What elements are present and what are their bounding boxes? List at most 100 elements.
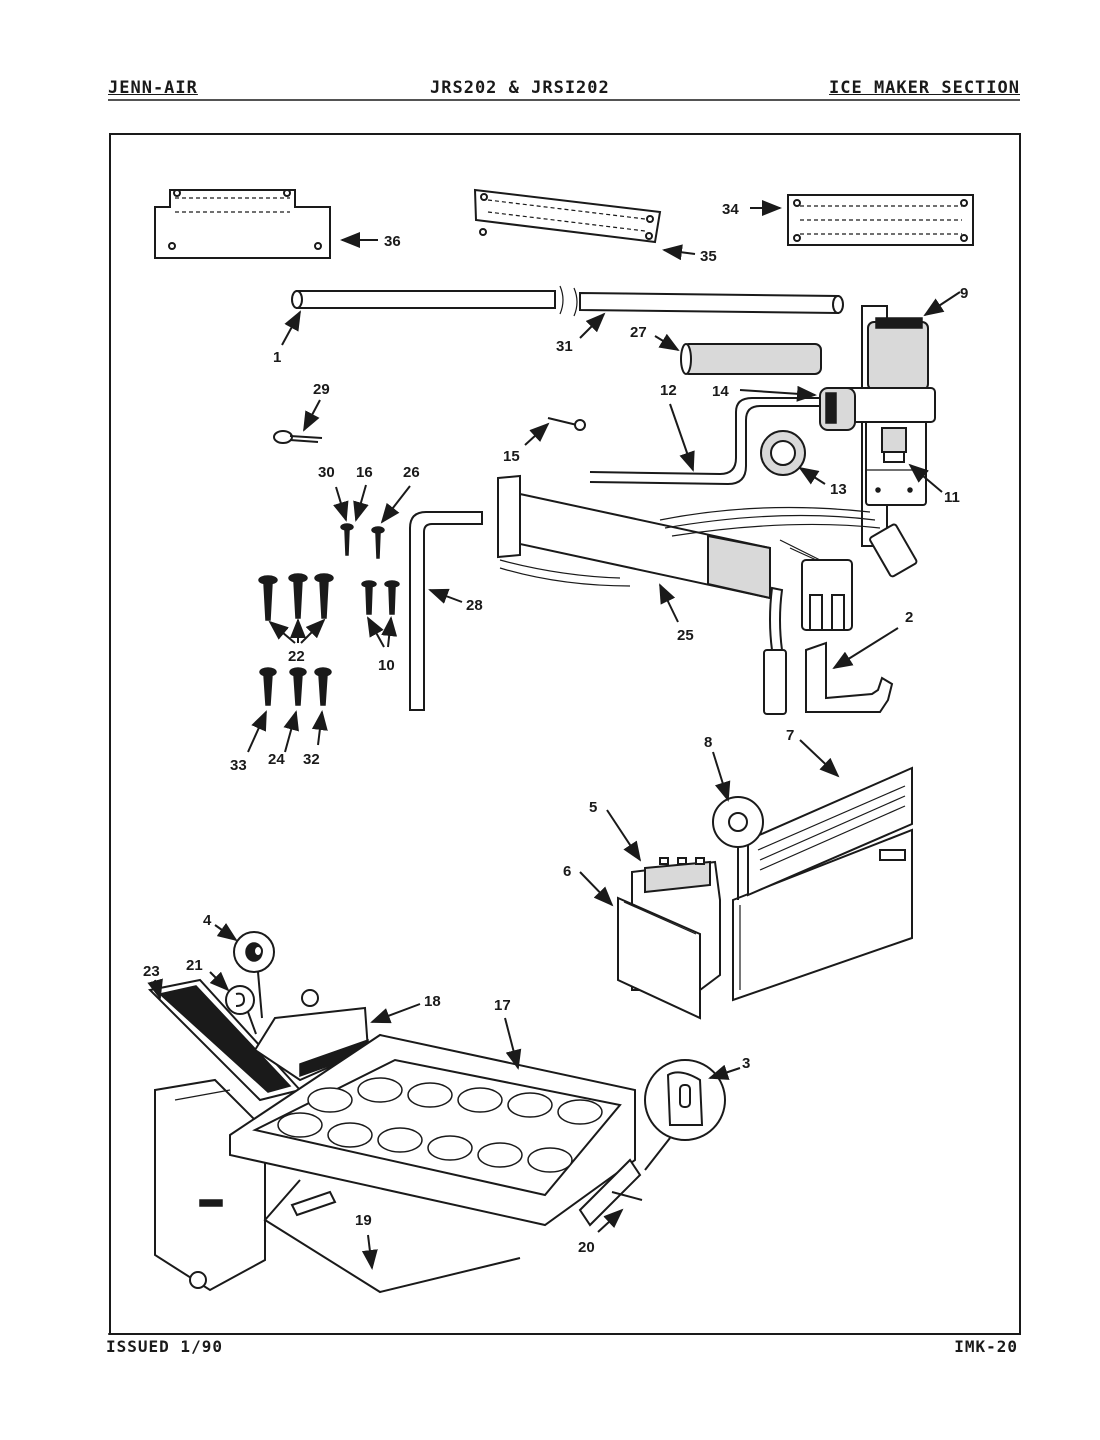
leader-33 <box>247 710 267 753</box>
part-34-strip <box>787 194 974 246</box>
part-20-bearing <box>578 1158 643 1227</box>
leader-10b <box>381 616 398 648</box>
part-9-11-14-water-valve <box>819 305 936 547</box>
leader-19 <box>361 1234 378 1270</box>
callout-4: 4 <box>203 912 212 929</box>
callout-29: 29 <box>313 381 330 398</box>
leader-14 <box>739 385 817 402</box>
part-13-grommet <box>760 430 806 476</box>
leader-30 <box>333 486 349 522</box>
part-29-pin <box>273 430 323 444</box>
leader-20 <box>597 1208 624 1233</box>
leader-35 <box>662 244 696 261</box>
leader-26 <box>380 485 411 524</box>
leader-12 <box>669 403 695 472</box>
leader-6 <box>579 871 614 907</box>
part-22-screws <box>258 573 334 621</box>
leader-23 <box>147 978 163 1000</box>
part-7-housing <box>732 766 913 1002</box>
part-28-rod <box>409 511 483 711</box>
callout-1: 1 <box>273 349 281 366</box>
callout-26: 26 <box>403 464 420 481</box>
callout-13: 13 <box>830 481 847 498</box>
callout-11: 11 <box>944 489 960 506</box>
callout-15: 15 <box>503 448 520 465</box>
part-6-cover <box>617 896 701 1020</box>
part-17-ice-tray <box>229 1033 636 1227</box>
leader-5 <box>606 809 642 862</box>
callout-24: 24 <box>268 751 285 768</box>
callout-36: 36 <box>384 233 401 250</box>
callout-34: 34 <box>722 201 739 218</box>
leader-32 <box>311 710 328 746</box>
leader-7 <box>799 739 840 778</box>
part-25-harness <box>497 474 918 715</box>
leader-22c <box>300 618 326 644</box>
part-4-detail <box>233 931 275 1019</box>
callout-22: 22 <box>288 648 305 665</box>
callout-25: 25 <box>677 627 694 644</box>
callout-16: 16 <box>356 464 373 481</box>
leader-2 <box>832 627 899 670</box>
section-title: ICE MAKER SECTION <box>829 78 1020 98</box>
callout-19: 19 <box>355 1212 372 1229</box>
leader-28 <box>428 588 463 604</box>
callout-9: 9 <box>960 285 968 302</box>
callout-17: 17 <box>494 997 511 1014</box>
leader-13 <box>798 466 826 485</box>
callout-6: 6 <box>563 863 571 880</box>
part-12-fill-tube <box>589 397 820 476</box>
callout-12: 12 <box>660 382 677 399</box>
callout-35: 35 <box>700 248 717 265</box>
callout-14: 14 <box>712 383 729 400</box>
part-1-31-tube <box>291 285 844 317</box>
issued-date: ISSUED 1/90 <box>106 1337 223 1356</box>
leader-18 <box>370 1003 421 1024</box>
leader-9 <box>923 291 961 317</box>
part-2-bracket-clip <box>805 641 894 713</box>
part-10-screws <box>361 580 400 615</box>
part-33-24-32-screws <box>259 667 332 706</box>
part-15-clip <box>547 417 586 431</box>
part-21-detail <box>225 985 257 1035</box>
leader-16 <box>353 484 369 522</box>
part-30-16-screws <box>340 523 385 559</box>
part-19-arm-tab <box>290 1190 337 1217</box>
callout-18: 18 <box>424 993 441 1010</box>
callout-30: 30 <box>318 464 335 481</box>
leader-1 <box>281 310 301 346</box>
part-8-gear <box>712 796 764 900</box>
part-12-fill-tube-outer <box>589 405 820 486</box>
callout-27: 27 <box>630 324 647 341</box>
part-19-shutoff-arm <box>263 1179 521 1294</box>
callout-21: 21 <box>186 957 203 974</box>
callout-23: 23 <box>143 963 160 980</box>
leader-27 <box>654 333 680 352</box>
callout-31: 31 <box>556 338 573 355</box>
leader-11 <box>908 463 943 493</box>
callout-8: 8 <box>704 734 712 751</box>
leader-15 <box>524 422 550 446</box>
callout-20: 20 <box>578 1239 595 1256</box>
model-numbers: JRS202 & JRSI202 <box>430 78 610 98</box>
leader-3 <box>708 1064 741 1080</box>
page-code: IMK-20 <box>954 1337 1018 1356</box>
part-35-plate <box>473 188 662 244</box>
callout-32: 32 <box>303 751 320 768</box>
leader-31 <box>579 312 606 339</box>
callout-28: 28 <box>466 597 483 614</box>
part-36-bracket <box>154 189 331 259</box>
brand-label: JENN-AIR <box>108 78 198 98</box>
callout-10: 10 <box>378 657 395 674</box>
leader-25 <box>659 583 679 623</box>
callout-7: 7 <box>786 727 794 744</box>
leader-4 <box>214 923 238 942</box>
leader-24 <box>283 710 299 753</box>
leader-22a <box>268 620 296 644</box>
leader-21 <box>209 971 230 992</box>
callout-3: 3 <box>742 1055 750 1072</box>
callout-2: 2 <box>905 609 913 626</box>
part-27-sleeve <box>680 343 822 375</box>
leader-17 <box>504 1017 522 1070</box>
